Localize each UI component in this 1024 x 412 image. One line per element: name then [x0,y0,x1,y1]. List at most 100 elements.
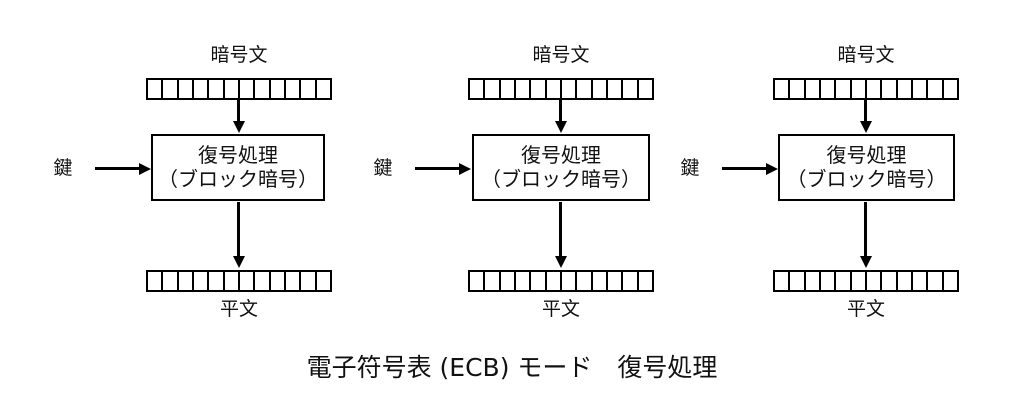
byte-cell [608,272,624,290]
byte-cell [806,272,821,290]
byte-cell [577,272,593,290]
byte-cell [608,80,624,98]
ciphertext-byte-strip [146,78,332,100]
plaintext-label: 平文 [219,298,258,320]
key-to-process-arrow-icon [95,162,151,175]
byte-cell [577,80,593,98]
byte-cell [775,80,791,98]
byte-cell [531,272,547,290]
ciphertext-to-process-arrow-icon [232,100,245,133]
arrow-head-icon [859,256,872,268]
process-title: 復号処理 [521,142,601,167]
byte-cell [562,272,578,290]
ciphertext-byte-strip [468,78,654,100]
ciphertext-to-process-arrow-icon [859,100,872,133]
byte-cell [623,80,639,98]
ciphertext-to-process-arrow-icon [554,100,567,133]
byte-cell [775,272,791,290]
byte-cell [944,272,957,290]
process-subtitle: （ブロック暗号） [786,166,947,191]
process-to-plaintext-arrow-icon [859,202,872,268]
byte-cell [225,272,240,290]
byte-cell [194,80,210,98]
decryption-process-box: 復号処理 （ブロック暗号） [151,134,325,201]
key-label: 鍵 [373,157,393,179]
process-subtitle: （ブロック暗号） [481,166,641,191]
byte-cell [790,80,806,98]
process-to-plaintext-arrow-icon [232,202,245,268]
byte-cell [821,80,837,98]
byte-cell [317,272,330,290]
key-to-process-arrow-icon [415,162,471,175]
byte-cell [516,272,532,290]
byte-cell [821,272,837,290]
byte-cell [547,272,562,290]
byte-cell [790,272,806,290]
plaintext-byte-strip [146,270,332,292]
byte-cell [225,80,240,98]
byte-cell [928,80,944,98]
byte-cell [944,80,957,98]
ciphertext-label: 暗号文 [837,44,895,66]
byte-cell [240,80,256,98]
byte-cell [485,272,501,290]
byte-cell [639,272,652,290]
byte-cell [271,80,286,98]
plaintext-byte-strip [468,270,654,292]
key-label: 鍵 [53,157,73,179]
byte-cell [882,80,898,98]
arrow-head-icon [232,121,245,133]
byte-cell [148,80,164,98]
process-title: 復号処理 [198,142,278,167]
byte-cell [531,80,547,98]
byte-cell [836,80,852,98]
arrow-head-icon [766,162,778,175]
byte-cell [867,272,883,290]
byte-cell [240,272,256,290]
byte-cell [301,272,317,290]
decryption-process-box: 復号処理 （ブロック暗号） [472,134,650,201]
byte-cell [516,80,532,98]
plaintext-byte-strip [773,270,959,292]
byte-cell [470,272,486,290]
byte-cell [852,272,867,290]
byte-cell [179,80,194,98]
process-to-plaintext-arrow-icon [554,202,567,268]
byte-cell [163,80,179,98]
byte-cell [639,80,652,98]
plaintext-label: 平文 [541,298,580,320]
decryption-process-box: 復号処理 （ブロック暗号） [778,134,955,201]
byte-cell [898,272,913,290]
arrow-head-icon [459,162,471,175]
byte-cell [593,272,608,290]
byte-cell [148,272,164,290]
byte-cell [852,80,867,98]
byte-cell [286,272,302,290]
arrow-head-icon [859,121,872,133]
byte-cell [501,80,516,98]
byte-cell [194,272,210,290]
byte-cell [163,272,179,290]
arrow-head-icon [139,162,151,175]
byte-cell [593,80,608,98]
byte-cell [623,272,639,290]
ciphertext-label: 暗号文 [532,44,590,66]
byte-cell [485,80,501,98]
byte-cell [470,80,486,98]
byte-cell [317,80,330,98]
byte-cell [301,80,317,98]
byte-cell [286,80,302,98]
byte-cell [501,272,516,290]
byte-cell [882,272,898,290]
byte-cell [928,272,944,290]
key-label: 鍵 [680,157,700,179]
diagram-caption: 電子符号表 (ECB) モード 復号処理 [306,353,718,382]
key-to-process-arrow-icon [722,162,778,175]
byte-cell [562,80,578,98]
byte-cell [209,80,225,98]
process-subtitle: （ブロック暗号） [158,166,318,191]
process-title: 復号処理 [826,142,907,167]
ciphertext-label: 暗号文 [210,44,268,66]
byte-cell [179,272,194,290]
arrow-head-icon [554,256,567,268]
